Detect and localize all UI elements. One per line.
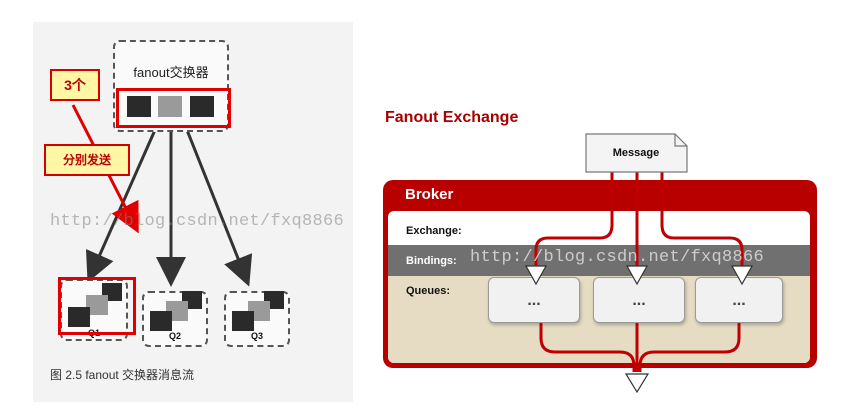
exchange-label: fanout交换器 [133,65,209,80]
queue-q3-label: Q3 [250,331,263,341]
queue-box-2-dots: ... [632,292,646,309]
callout-send: 分别发送 [44,144,130,176]
watermark-left: http://blog.csdn.net/fxq8866 [50,212,345,231]
message-document [585,133,688,173]
messages-highlight [116,88,231,128]
queue-box-1: ... [488,277,580,323]
bindings-row-label: Bindings: [406,255,457,267]
q2-msg-c [150,311,172,331]
queue-q2: Q2 [142,291,208,347]
q1-highlight [58,277,136,335]
exchange-row-label: Exchange: [406,225,462,237]
merge-from-queue-3 [638,323,741,372]
q1-msg-c [68,307,90,327]
binding-arrow-1 [524,265,548,286]
route-to-queue-1 [534,170,614,268]
queue-box-2: ... [593,277,685,323]
queues-row-label: Queues: [406,285,451,297]
route-to-queue-3 [660,170,744,268]
queue-box-1-dots: ... [527,292,541,309]
queue-q2-label: Q2 [168,331,181,341]
output-arrow [624,373,650,394]
broker-container: Broker Exchange: Bindings: Queues: [383,180,817,368]
queue-q3: Q3 [224,291,290,347]
q1-msg-b [86,295,108,315]
callout-count: 3个 [50,69,100,101]
message-block-2 [158,96,182,117]
binding-arrow-3 [730,265,754,286]
watermark-right: http://blog.csdn.net/fxq8866 [470,248,765,267]
message-label: Message [612,147,660,159]
queue-box-3-dots: ... [732,292,746,309]
merge-from-queue-1 [539,323,636,372]
message-block-3 [190,96,214,117]
figure-caption: 图 2.5 fanout 交换器消息流 [50,368,195,382]
binding-arrow-2 [625,265,649,286]
q3-msg-c [232,311,254,331]
broker-label: Broker [405,186,454,203]
message-block-1 [127,96,151,117]
arrow-to-q3 [185,129,253,287]
diagram-title: Fanout Exchange [385,109,519,126]
